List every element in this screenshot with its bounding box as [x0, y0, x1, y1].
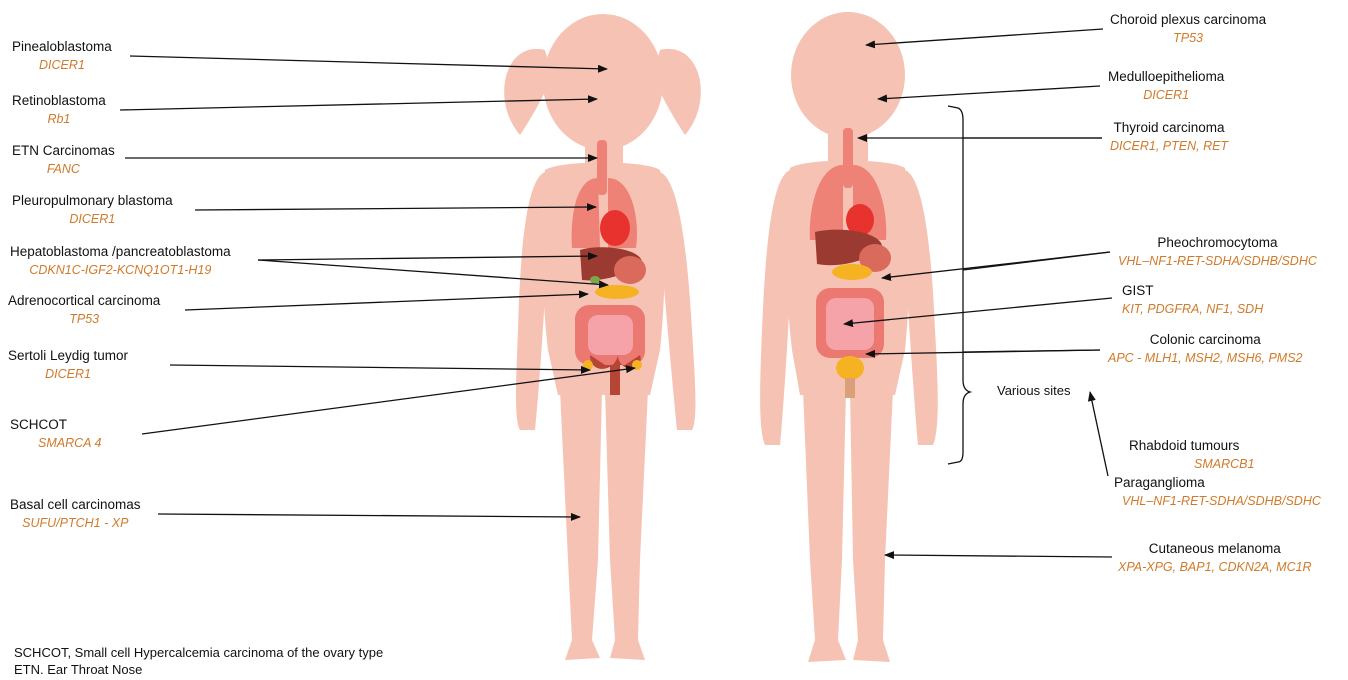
girl-trachea: [597, 140, 607, 195]
boy-bladder: [836, 356, 864, 380]
girl-stomach: [614, 256, 646, 284]
label-gene: DICER1: [12, 56, 112, 74]
label-gene: DICER1, PTEN, RET: [1110, 137, 1228, 155]
label-thyroid: Thyroid carcinoma DICER1, PTEN, RET: [1110, 119, 1228, 155]
girl-pancreas: [595, 285, 639, 299]
girl-right-leg: [605, 390, 648, 660]
label-name: ETN Carcinomas: [12, 142, 115, 160]
label-gene: Rb1: [12, 110, 106, 128]
label-gene: CDKN1C-IGF2-KCNQ1OT1-H19: [10, 261, 231, 279]
boy-head: [791, 12, 905, 138]
label-pinealoblastoma: Pinealoblastoma DICER1: [12, 38, 112, 74]
label-name: Medulloepithelioma: [1108, 68, 1224, 86]
label-schcot: SCHCOT SMARCA 4: [10, 416, 101, 452]
label-pheochromocytoma: Pheochromocytoma VHL–NF1-RET-SDHA/SDHB/S…: [1118, 234, 1317, 270]
footnote-etn: ETN. Ear Throat Nose: [14, 662, 142, 677]
boy-left-leg: [803, 390, 846, 662]
boy-right-arm: [903, 170, 938, 445]
boy-right-leg: [850, 390, 893, 662]
label-name: Pheochromocytoma: [1118, 234, 1317, 252]
label-gene: KIT, PDGFRA, NF1, SDH: [1122, 300, 1263, 318]
label-name: Retinoblastoma: [12, 92, 106, 110]
girl-head: [543, 14, 663, 150]
label-gene: DICER1: [12, 210, 173, 228]
label-gene: FANC: [12, 160, 115, 178]
label-gist: GIST KIT, PDGFRA, NF1, SDH: [1122, 282, 1263, 318]
label-rhabdoid: Rhabdoid tumours SMARCB1: [1114, 437, 1254, 473]
label-retinoblastoma: Retinoblastoma Rb1: [12, 92, 106, 128]
label-gene: TP53: [8, 310, 160, 328]
label-paraganglioma: Paraganglioma VHL–NF1-RET-SDHA/SDHB/SDHC: [1114, 474, 1321, 510]
label-name: Pinealoblastoma: [12, 38, 112, 56]
arrow-rhabdoid: [1090, 392, 1108, 476]
girl-ovary-left: [583, 360, 593, 370]
label-medulloepithelioma: Medulloepithelioma DICER1: [1108, 68, 1224, 104]
label-name: Choroid plexus carcinoma: [1110, 11, 1266, 29]
label-melanoma: Cutaneous melanoma XPA-XPG, BAP1, CDKN2A…: [1118, 540, 1312, 576]
girl-intestine: [588, 315, 633, 355]
label-gene: VHL–NF1-RET-SDHA/SDHB/SDHC: [1118, 252, 1317, 270]
label-gene: DICER1: [1108, 86, 1224, 104]
label-name: Sertoli Leydig tumor: [8, 347, 128, 365]
label-sertoli: Sertoli Leydig tumor DICER1: [8, 347, 128, 383]
label-gene: DICER1: [8, 365, 128, 383]
label-basal: Basal cell carcinomas SUFU/PTCH1 - XP: [10, 496, 141, 532]
label-etn: ETN Carcinomas FANC: [12, 142, 115, 178]
label-choroid: Choroid plexus carcinoma TP53: [1110, 11, 1266, 47]
girl-left-arm: [516, 172, 548, 430]
label-gene: SUFU/PTCH1 - XP: [10, 514, 141, 532]
arrow-choroid: [866, 29, 1103, 45]
girl-right-arm: [660, 172, 695, 430]
girl-gallbladder: [590, 276, 600, 284]
label-gene: XPA-XPG, BAP1, CDKN2A, MC1R: [1118, 558, 1312, 576]
label-name: Pleuropulmonary blastoma: [12, 192, 173, 210]
label-adrenocortical: Adrenocortical carcinoma TP53: [8, 292, 160, 328]
boy-pancreas: [832, 264, 872, 280]
boy-trachea: [843, 128, 853, 188]
boy-left-arm: [760, 170, 793, 445]
label-name: Rhabdoid tumours: [1114, 437, 1254, 455]
label-gene: SMARCA 4: [10, 434, 101, 452]
girl-heart: [600, 210, 630, 246]
label-name: SCHCOT: [10, 416, 101, 434]
label-name: Colonic carcinoma: [1108, 331, 1303, 349]
various-sites-label: Various sites: [997, 383, 1070, 398]
label-gene: VHL–NF1-RET-SDHA/SDHB/SDHC: [1114, 492, 1321, 510]
label-name: Adrenocortical carcinoma: [8, 292, 160, 310]
arrow-medulloepithelioma: [878, 86, 1100, 99]
label-hepatoblastoma: Hepatoblastoma /pancreatoblastoma CDKN1C…: [10, 243, 231, 279]
arrow-melanoma: [885, 555, 1112, 557]
footnote-schcot: SCHCOT, Small cell Hypercalcemia carcino…: [14, 645, 383, 660]
label-gene: SMARCB1: [1114, 455, 1254, 473]
label-name: Paraganglioma: [1114, 474, 1321, 492]
label-colonic: Colonic carcinoma APC - MLH1, MSH2, MSH6…: [1108, 331, 1303, 367]
label-name: GIST: [1122, 282, 1263, 300]
girl-left-leg: [560, 390, 602, 660]
arrow-basal: [158, 514, 580, 517]
label-pleuropulmonary: Pleuropulmonary blastoma DICER1: [12, 192, 173, 228]
various-sites-bracket: [948, 106, 1110, 464]
label-gene: APC - MLH1, MSH2, MSH6, PMS2: [1108, 349, 1303, 367]
label-name: Hepatoblastoma /pancreatoblastoma: [10, 243, 231, 261]
label-name: Basal cell carcinomas: [10, 496, 141, 514]
label-name: Thyroid carcinoma: [1110, 119, 1228, 137]
label-name: Cutaneous melanoma: [1118, 540, 1312, 558]
label-gene: TP53: [1110, 29, 1266, 47]
